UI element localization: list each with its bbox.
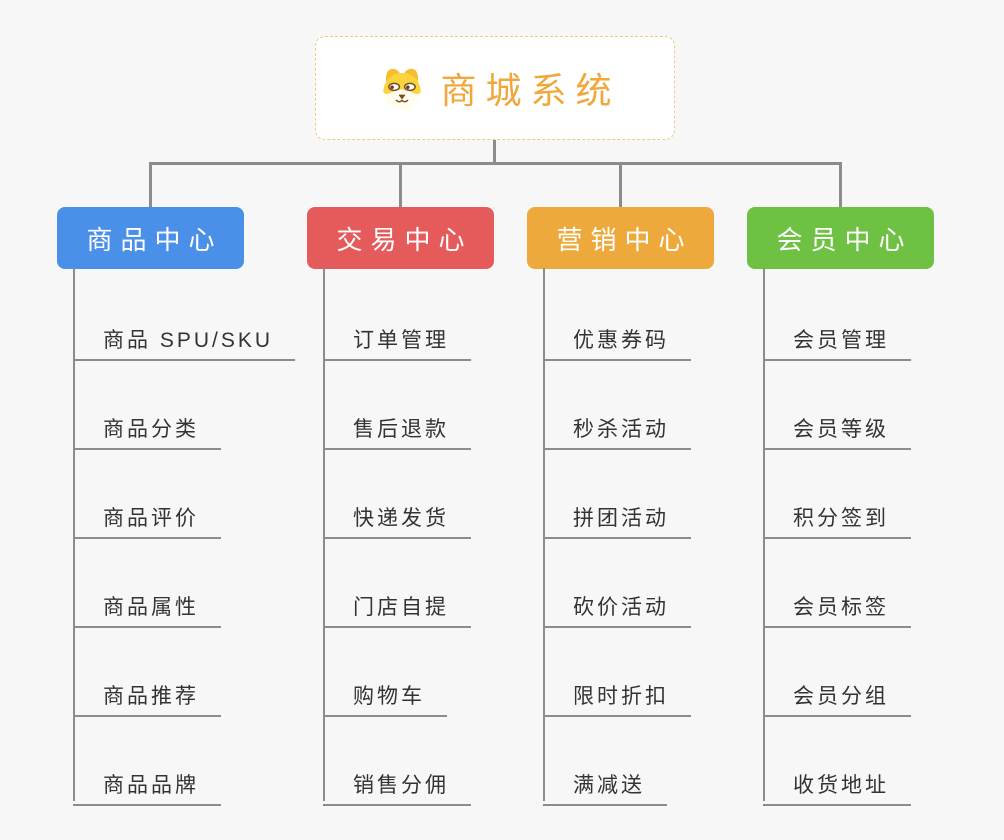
child-label: 限时折扣 (573, 685, 669, 708)
child-node-member-center-3[interactable]: 积分签到 (763, 498, 911, 539)
child-label: 商品属性 (103, 596, 199, 619)
connector-drop (839, 162, 842, 208)
child-node-marketing-center-1[interactable]: 优惠券码 (543, 320, 691, 361)
connector-drop (399, 162, 402, 208)
child-label: 商品 SPU/SKU (103, 329, 274, 352)
child-node-trade-center-4[interactable]: 门店自提 (323, 587, 471, 628)
branch-node-member-center[interactable]: 会员中心 (747, 207, 934, 269)
branch-label: 商品中心 (86, 224, 223, 255)
child-label: 会员分组 (793, 685, 889, 708)
child-node-trade-center-2[interactable]: 售后退款 (323, 409, 471, 450)
branch-trunk (543, 268, 545, 801)
branch-label: 交易中心 (336, 224, 473, 255)
child-label: 满减送 (573, 774, 645, 797)
child-node-trade-center-6[interactable]: 销售分佣 (323, 765, 471, 806)
child-label: 会员管理 (793, 329, 889, 352)
child-node-marketing-center-5[interactable]: 限时折扣 (543, 676, 691, 717)
child-node-trade-center-1[interactable]: 订单管理 (323, 320, 471, 361)
child-node-trade-center-5[interactable]: 购物车 (323, 676, 447, 717)
child-node-product-center-3[interactable]: 商品评价 (73, 498, 221, 539)
branch-node-trade-center[interactable]: 交易中心 (307, 207, 494, 269)
child-label: 商品评价 (103, 507, 199, 530)
connector-bus (149, 162, 842, 165)
child-label: 收货地址 (793, 774, 889, 797)
child-label: 砍价活动 (573, 596, 669, 619)
child-node-product-center-2[interactable]: 商品分类 (73, 409, 221, 450)
branch-trunk (763, 268, 765, 801)
child-label: 门店自提 (353, 596, 449, 619)
child-node-member-center-2[interactable]: 会员等级 (763, 409, 911, 450)
child-label: 会员标签 (793, 596, 889, 619)
branch-label: 会员中心 (776, 224, 913, 255)
root-title: 商城系统 (440, 70, 621, 111)
child-label: 秒杀活动 (573, 418, 669, 441)
child-node-product-center-5[interactable]: 商品推荐 (73, 676, 221, 717)
child-label: 拼团活动 (573, 507, 669, 530)
branch-node-marketing-center[interactable]: 营销中心 (527, 207, 714, 269)
branch-label: 营销中心 (556, 224, 693, 255)
connector-drop (619, 162, 622, 208)
root-node[interactable]: 商城系统 (315, 36, 675, 140)
child-label: 会员等级 (793, 418, 889, 441)
child-label: 积分签到 (793, 507, 889, 530)
branch-trunk (323, 268, 325, 801)
connector-stem (493, 140, 496, 165)
child-label: 商品品牌 (103, 774, 199, 797)
child-node-member-center-1[interactable]: 会员管理 (763, 320, 911, 361)
child-label: 购物车 (353, 685, 425, 708)
branch-trunk (73, 268, 75, 801)
branch-node-product-center[interactable]: 商品中心 (57, 207, 244, 269)
child-label: 销售分佣 (353, 774, 449, 797)
dog-face-icon (383, 68, 422, 111)
child-node-marketing-center-4[interactable]: 砍价活动 (543, 587, 691, 628)
child-label: 快递发货 (353, 507, 449, 530)
connector-drop (149, 162, 152, 208)
child-label: 售后退款 (353, 418, 449, 441)
child-node-product-center-6[interactable]: 商品品牌 (73, 765, 221, 806)
child-label: 商品分类 (103, 418, 199, 441)
child-label: 优惠券码 (573, 329, 669, 352)
child-node-member-center-5[interactable]: 会员分组 (763, 676, 911, 717)
child-node-member-center-4[interactable]: 会员标签 (763, 587, 911, 628)
child-node-trade-center-3[interactable]: 快递发货 (323, 498, 471, 539)
child-node-marketing-center-2[interactable]: 秒杀活动 (543, 409, 691, 450)
child-node-member-center-6[interactable]: 收货地址 (763, 765, 911, 806)
child-label: 订单管理 (353, 329, 449, 352)
child-node-product-center-4[interactable]: 商品属性 (73, 587, 221, 628)
child-node-product-center-1[interactable]: 商品 SPU/SKU (73, 320, 296, 361)
child-node-marketing-center-3[interactable]: 拼团活动 (543, 498, 691, 539)
child-node-marketing-center-6[interactable]: 满减送 (543, 765, 667, 806)
child-label: 商品推荐 (103, 685, 199, 708)
